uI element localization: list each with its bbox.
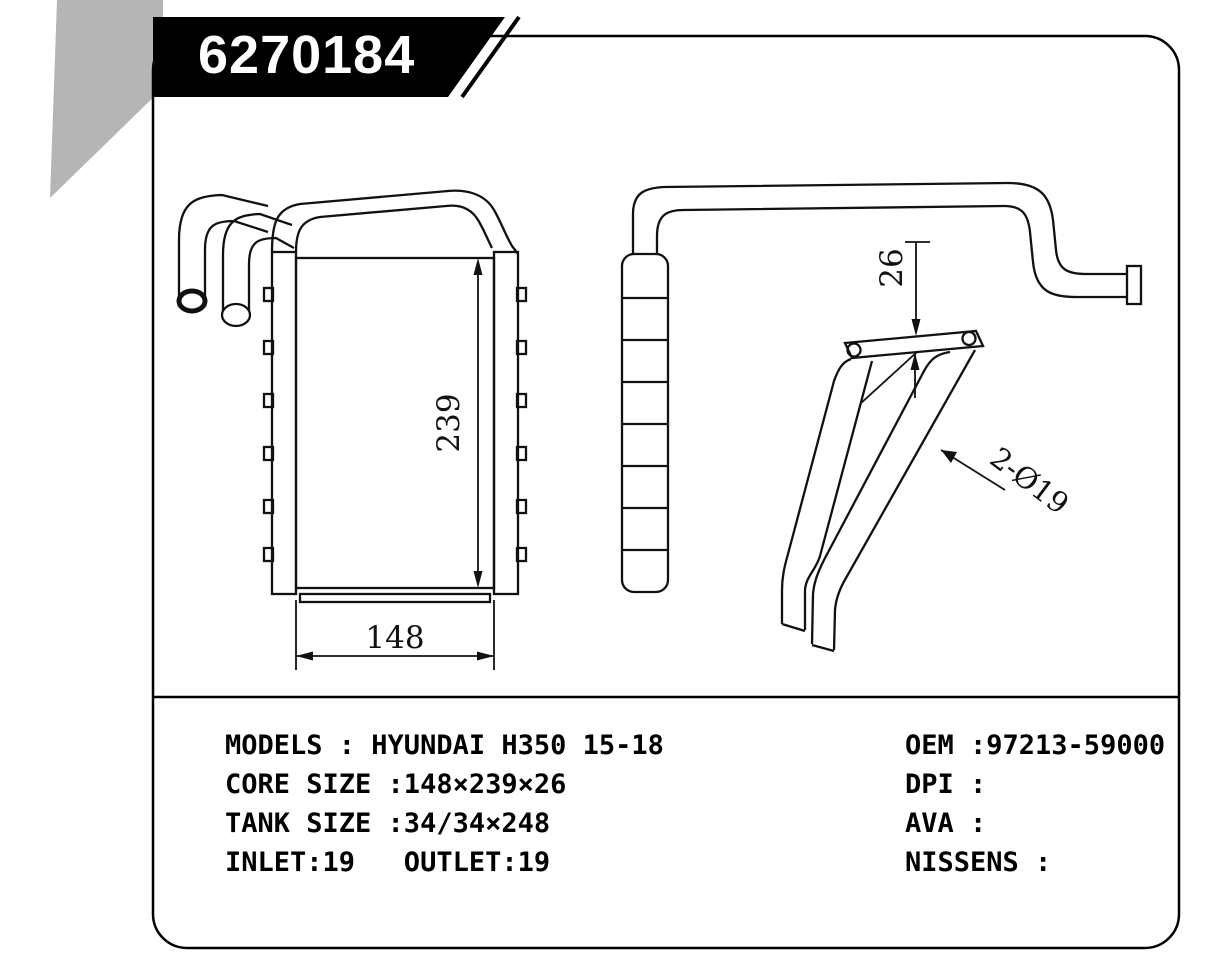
spec-core-size: CORE SIZE :148×239×26 — [225, 769, 567, 800]
dim-239-label: 239 — [431, 393, 467, 452]
spec-column-left: MODELS : HYUNDAI H350 15-18 CORE SIZE :1… — [225, 726, 905, 882]
dimension-thickness: 26 — [859, 241, 930, 405]
spec-oem: OEM :97213-59000 — [905, 730, 1166, 761]
part-number-banner-shape — [153, 15, 521, 99]
pipe-diameter-label: 2-Ø19 — [984, 440, 1075, 521]
side-view — [620, 181, 1143, 653]
spec-models: MODELS : HYUNDAI H350 15-18 — [225, 730, 664, 761]
core-right-strip — [492, 250, 520, 596]
pipe-tube-rear — [810, 349, 977, 653]
spec-column-right: OEM :97213-59000 DPI : AVA : NISSENS : — [905, 726, 1165, 882]
spec-ava: AVA : — [905, 808, 987, 839]
dimension-height: 239 — [431, 258, 483, 588]
spec-tank-size: TANK SIZE :34/34×248 — [225, 808, 551, 839]
spec-dpi: DPI : — [905, 769, 987, 800]
side-tank-segments — [622, 296, 668, 552]
spec-nissens: NISSENS : — [905, 847, 1052, 878]
core-face — [294, 256, 496, 590]
spec-inlet-outlet: INLET:19 OUTLET:19 — [225, 847, 551, 878]
top-tank — [270, 189, 519, 255]
core-left-strip — [270, 250, 298, 596]
pipe-tube-front — [780, 357, 874, 633]
fin-ticks-right — [515, 286, 528, 563]
core-bottom-lip — [298, 592, 492, 604]
dim-148-label: 148 — [365, 620, 424, 656]
sheet-border — [151, 34, 1181, 950]
pipe-bracket — [843, 329, 985, 360]
dimension-width: 148 — [295, 600, 495, 670]
upper-hose — [631, 181, 1143, 306]
part-number: 6270184 — [198, 25, 416, 85]
fin-ticks-left — [262, 286, 275, 563]
front-view — [176, 189, 528, 604]
corner-fold — [50, 0, 163, 198]
dim-26-label: 26 — [874, 248, 910, 287]
pipe-diameter-callout: 2-Ø19 — [940, 440, 1075, 521]
outlet-pipe — [220, 212, 295, 328]
spec-block: MODELS : HYUNDAI H350 15-18 CORE SIZE :1… — [225, 726, 1165, 882]
